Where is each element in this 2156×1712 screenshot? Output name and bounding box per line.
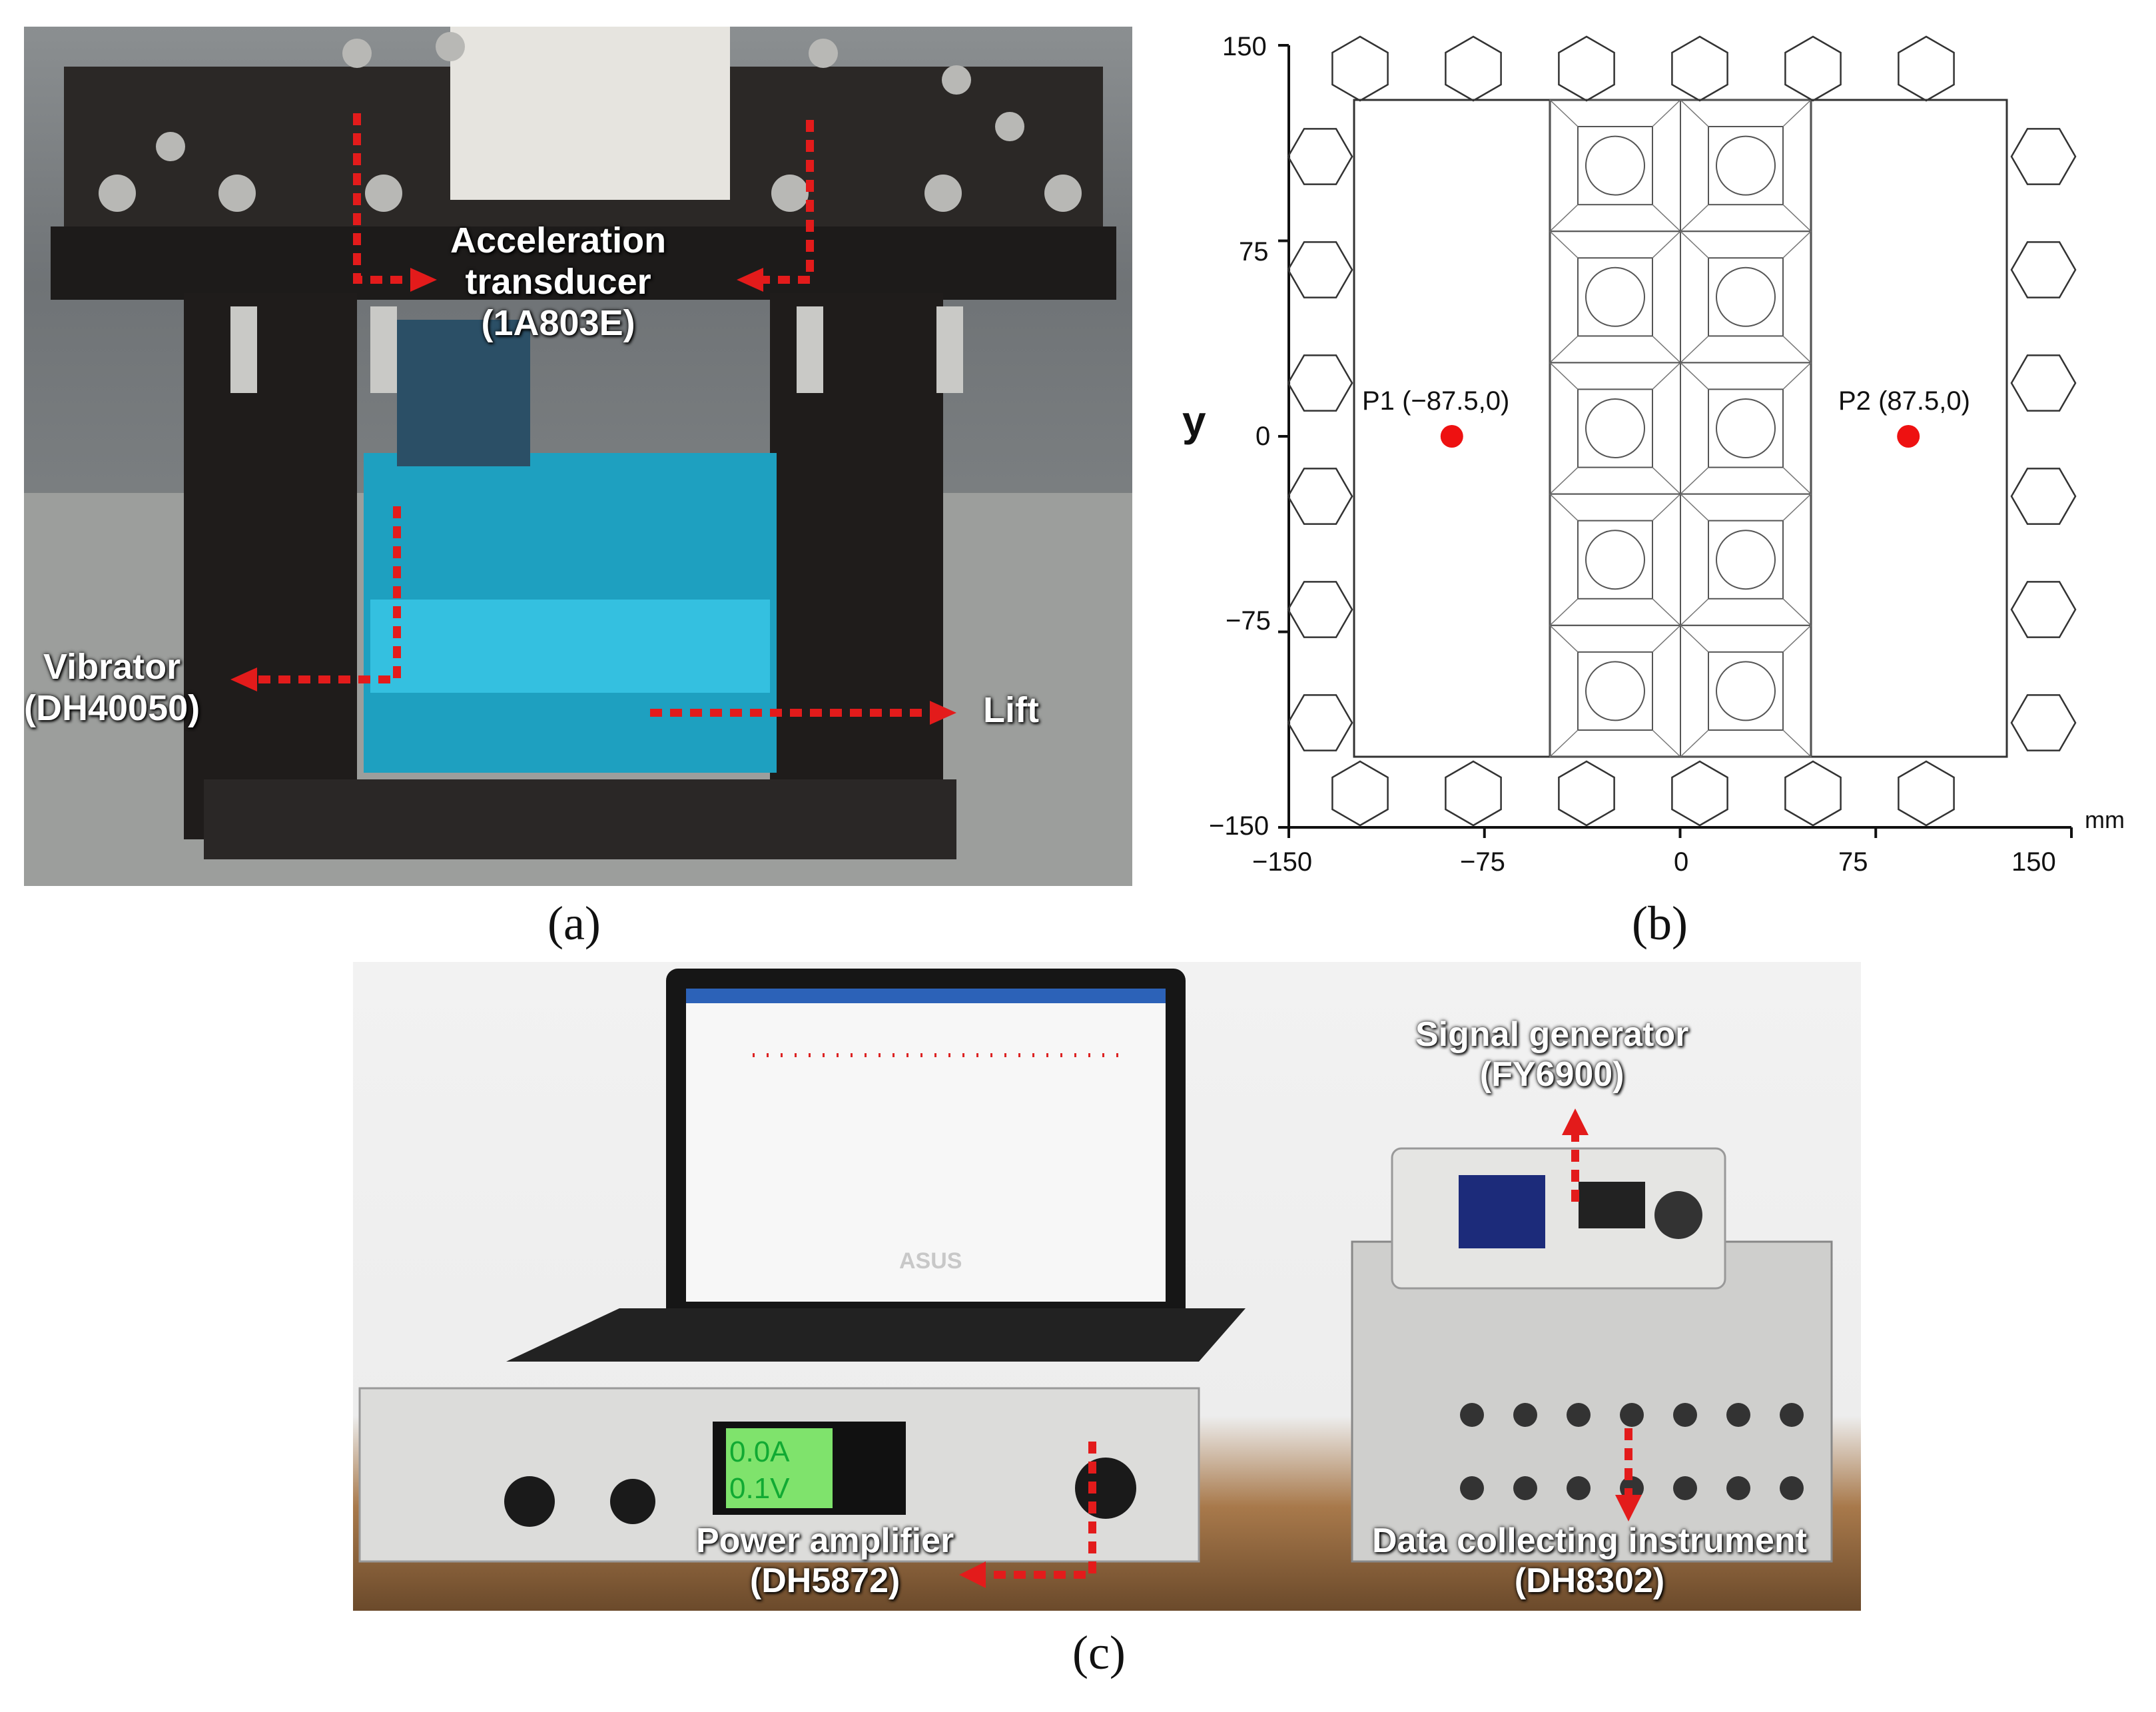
unit-cell <box>1549 362 1681 495</box>
data-collecting-instrument-annotation: Data collecting instrument (DH8302) <box>1372 1521 1807 1600</box>
measurement-points <box>1440 425 1920 448</box>
ytick-4: −150 <box>1209 811 1269 841</box>
measurement-point-p1 <box>1440 425 1463 448</box>
ytick-2: 0 <box>1256 422 1271 451</box>
bolt-hexagon <box>1898 760 1955 827</box>
lift-annotation: Lift <box>983 690 1039 730</box>
layout-diagram-svg <box>1278 35 2077 838</box>
bolt-hexagon <box>1445 760 1502 827</box>
test-rig-illustration <box>24 27 1132 886</box>
bolt-hexagon <box>1331 35 1389 102</box>
ytick-1: 75 <box>1239 237 1269 266</box>
point-p2-label: P2 (87.5,0) <box>1838 386 1970 416</box>
unit-cell <box>1680 362 1812 495</box>
ytick-0: 150 <box>1222 32 1267 61</box>
bolt-hexagon <box>2010 128 2077 185</box>
bolt-hexagon <box>1671 760 1728 827</box>
laptop-screen <box>686 989 1166 1302</box>
bolt-hexagon <box>1331 760 1389 827</box>
unit-cell <box>1680 493 1812 626</box>
bolt-hexagon <box>1784 760 1842 827</box>
xtick-3: 75 <box>1838 847 1868 877</box>
bolt-hexagon <box>1671 35 1728 102</box>
bolt-hexagon <box>1287 354 1353 412</box>
daq-instrument-box <box>1351 1240 1833 1563</box>
layout-diagram: y mm −150 −75 0 75 150 150 75 0 −75 −150… <box>1172 27 2145 893</box>
bolt-hexagon <box>1287 468 1353 525</box>
bolt-hexagon <box>1287 241 1353 298</box>
bolt-hexagon <box>1445 35 1502 102</box>
power-amplifier-annotation: Power amplifier (DH5872) <box>696 1521 954 1600</box>
panel-c-label: (c) <box>1072 1626 1126 1679</box>
panel-b-label: (b) <box>1632 897 1688 950</box>
vibrator-annotation: Vibrator (DH40050) <box>24 647 200 729</box>
photo-measurement-setup: 0.0A 0.1V Signal generator (FY6900) Powe… <box>353 962 1861 1611</box>
bolt-hexagon <box>2010 468 2077 525</box>
unit-cell <box>1549 99 1681 232</box>
measurement-point-p2 <box>1897 425 1920 448</box>
x-unit-label: mm <box>2085 806 2125 833</box>
bolt-hexagon <box>1784 35 1842 102</box>
unit-cell <box>1680 624 1812 757</box>
laptop-keyboard <box>506 1308 1246 1362</box>
central-cell-array <box>1549 99 1812 758</box>
bolt-hexagon <box>2010 694 2077 751</box>
bolt-hexagon <box>1898 35 1955 102</box>
unit-cell <box>1549 230 1681 364</box>
accel-transducer-annotation: Acceleration transducer (1A803E) <box>450 220 667 344</box>
bolt-hexagon <box>1558 760 1615 827</box>
bolt-hexagon <box>2010 241 2077 298</box>
y-axis-label: y <box>1182 397 1206 445</box>
axis-ticks <box>1278 44 2073 838</box>
bolt-hexagon <box>2010 354 2077 412</box>
xtick-0: −150 <box>1252 847 1313 877</box>
bolt-hexagon <box>1287 581 1353 638</box>
unit-cell <box>1680 230 1812 364</box>
panel-a-label: (a) <box>547 897 601 950</box>
point-p1-label: P1 (−87.5,0) <box>1362 386 1510 416</box>
bolt-hexagon <box>2010 581 2077 638</box>
unit-cell <box>1549 624 1681 757</box>
equipment-illustration: 0.0A 0.1V <box>358 969 1833 1588</box>
amp-display-line-1: 0.0A <box>729 1436 790 1468</box>
xtick-4: 150 <box>2011 847 2056 877</box>
bolt-hexagons <box>1287 35 2077 827</box>
xtick-1: −75 <box>1460 847 1505 877</box>
unit-cell <box>1680 99 1812 232</box>
bolt-hexagon <box>1287 128 1353 185</box>
ytick-3: −75 <box>1226 606 1271 636</box>
bolt-hexagon <box>1558 35 1615 102</box>
laptop-brand-logo: ASUS <box>899 1248 962 1274</box>
xtick-2: 0 <box>1674 847 1689 877</box>
photo-test-rig: Acceleration transducer (1A803E) Vibrato… <box>24 27 1132 886</box>
bolt-hexagon <box>1287 694 1353 751</box>
unit-cell <box>1549 493 1681 626</box>
signal-generator-annotation: Signal generator (FY6900) <box>1415 1015 1689 1094</box>
amp-display-line-2: 0.1V <box>729 1472 790 1505</box>
